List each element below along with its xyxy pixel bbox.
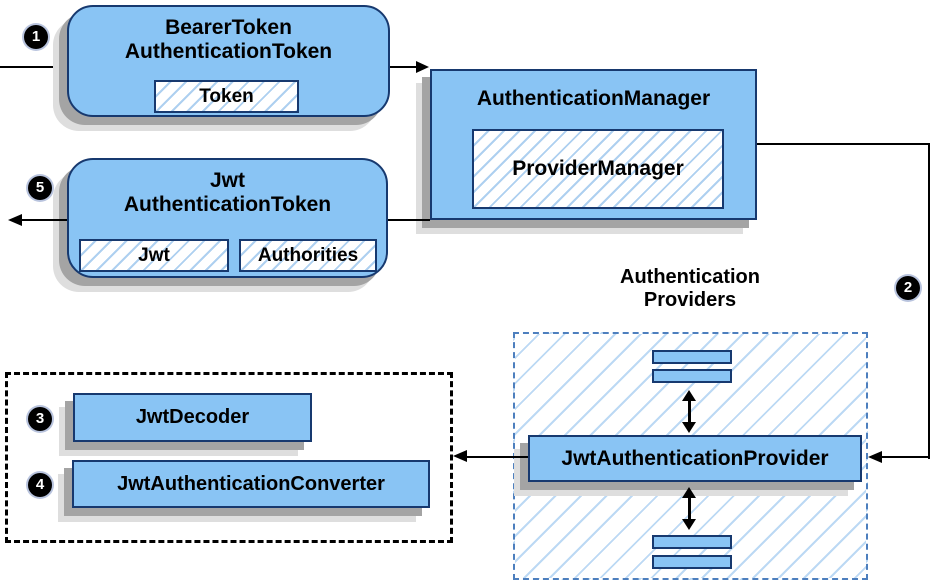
authorities-field: Authorities — [239, 239, 377, 272]
decoder-converter-container — [5, 372, 453, 543]
step-badge-4: 4 — [28, 473, 52, 497]
authentication-manager-title: AuthenticationManager — [476, 87, 711, 110]
provider-list-item-top-1 — [652, 350, 732, 364]
provider-list-item-top-2 — [652, 369, 732, 383]
providers-double-arrow-top-line — [688, 399, 691, 423]
provider-list-item-bottom-1 — [652, 535, 732, 549]
jwt-field: Jwt — [79, 239, 229, 272]
provider-manager-field-label: ProviderManager — [512, 157, 684, 180]
provider-to-decoder-line — [467, 456, 528, 458]
outgoing-result-arrowhead-icon — [8, 214, 22, 226]
outgoing-result-line — [22, 219, 67, 221]
token-field-label: Token — [199, 85, 254, 107]
jwt-field-label: Jwt — [138, 244, 170, 266]
jwt-authentication-converter-node: JwtAuthenticationConverter — [72, 460, 430, 508]
manager-to-jwt-token-line — [388, 219, 430, 221]
step-badge-1: 1 — [24, 25, 48, 49]
provider-to-decoder-arrowhead-icon — [453, 450, 467, 462]
step-badge-3: 3 — [28, 407, 52, 431]
jwt-decoder-label: JwtDecoder — [135, 406, 250, 428]
step-badge-5: 5 — [28, 176, 52, 200]
bearer-token-authentication-token-title: BearerToken AuthenticationToken — [124, 16, 333, 63]
jwt-authentication-token-title: Jwt AuthenticationToken — [123, 169, 332, 216]
providers-double-arrow-bottom-down-icon — [682, 519, 696, 530]
provider-list-item-bottom-2 — [652, 555, 732, 569]
token-field: Token — [154, 80, 299, 113]
incoming-request-line — [0, 66, 67, 68]
providers-double-arrow-bottom-up-icon — [682, 487, 696, 498]
providers-double-arrow-bottom-line — [688, 496, 691, 520]
bearer-token-authentication-token-node: BearerToken AuthenticationToken Token — [67, 5, 390, 117]
authentication-providers-title: Authentication Providers — [620, 266, 760, 311]
step-badge-2: 2 — [896, 276, 920, 300]
provider-manager-field: ProviderManager — [472, 129, 724, 209]
authentication-manager-node: AuthenticationManager ProviderManager — [430, 69, 757, 220]
authorities-field-label: Authorities — [257, 244, 359, 266]
manager-to-provider-arrowhead-icon — [868, 451, 882, 463]
manager-to-provider-line-right — [928, 143, 930, 459]
providers-double-arrow-top-down-icon — [682, 422, 696, 433]
manager-to-provider-line-bottom — [882, 456, 930, 458]
providers-double-arrow-top-up-icon — [682, 390, 696, 401]
manager-to-provider-line-top — [757, 143, 930, 145]
jwt-authentication-provider-node: JwtAuthenticationProvider — [528, 435, 862, 482]
jwt-authentication-converter-label: JwtAuthenticationConverter — [117, 472, 385, 495]
jwt-authentication-token-node: Jwt AuthenticationToken Jwt Authorities — [67, 158, 388, 278]
jwt-decoder-node: JwtDecoder — [73, 393, 312, 442]
bearer-to-manager-line — [390, 66, 416, 68]
jwt-authentication-provider-label: JwtAuthenticationProvider — [561, 446, 829, 470]
bearer-to-manager-arrowhead-icon — [416, 61, 429, 73]
